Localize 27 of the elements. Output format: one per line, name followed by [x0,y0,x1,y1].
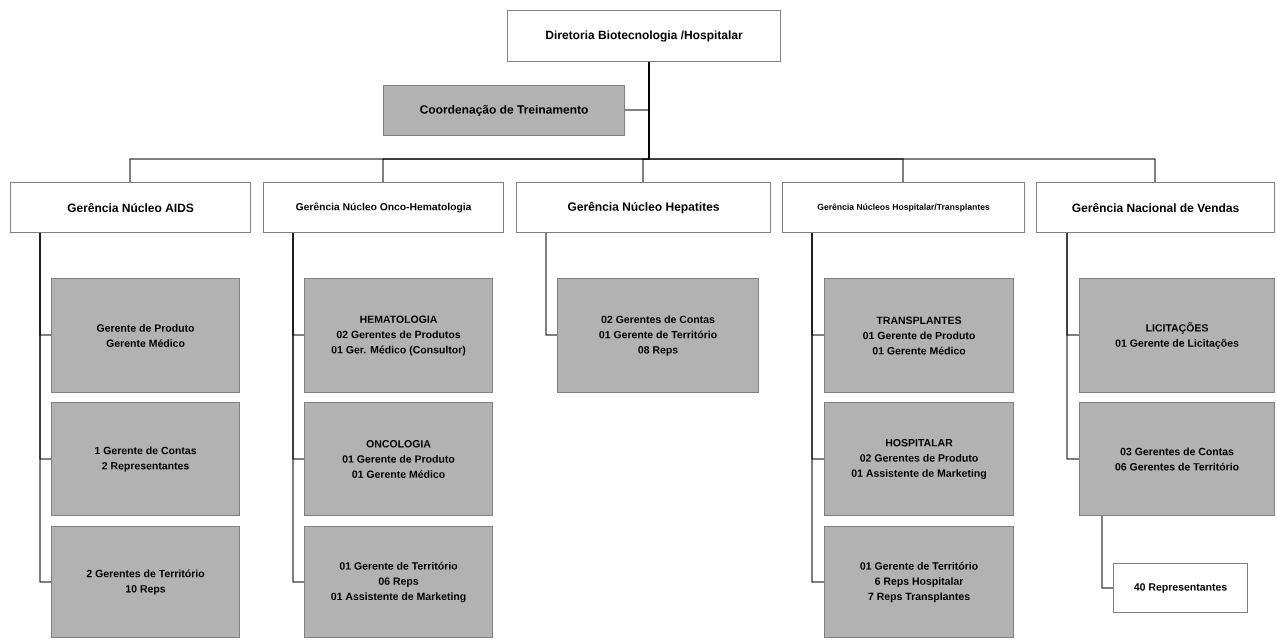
connector-line [1066,231,1080,460]
team-box: Gerente de Produto Gerente Médico [51,278,240,393]
team-box: HEMATOLOGIA 02 Gerentes de Produtos 01 Ger. Médico (Consultor) [304,278,493,393]
team-box: LICITAÇÕES 01 Gerente de Licitações [1079,278,1275,393]
team-box: 1 Gerente de Contas 2 Representantes [51,402,240,516]
connector-line [1101,514,1114,589]
team-box: 2 Gerentes de Território 10 Reps [51,526,240,638]
team-box: 01 Gerente de Território 6 Reps Hospitalar 7 Reps Transplantes [824,526,1014,638]
team-box: ONCOLOGIA 01 Gerente de Produto 01 Gerente Médico [304,402,493,516]
team-box: TRANSPLANTES 01 Gerente de Produto 01 Gerente Médico [824,278,1014,393]
manager-box: Gerência Núcleo Onco-Hematologia [263,182,504,233]
manager-box: Gerência Núcleo Hepatites [516,182,771,233]
manager-box: Gerência Núcleos Hospitalar/Transplantes [782,182,1025,233]
connector-line [811,231,825,583]
manager-box: Gerência Nacional de Vendas [1036,182,1275,233]
connector-line [292,231,305,583]
director-box: Diretoria Biotecnologia /Hospitalar [507,10,781,62]
team-box: HOSPITALAR 02 Gerentes de Produto 01 Assistente de Marketing [824,402,1014,516]
staff-box: 40 Representantes [1113,563,1248,613]
team-box: 01 Gerente de Território 06 Reps 01 Assistente de Marketing [304,526,493,638]
team-box: 03 Gerentes de Contas 06 Gerentes de Território [1079,402,1275,516]
manager-box: Gerência Núcleo AIDS [10,182,251,233]
coordination-box: Coordenação de Treinamento [383,85,625,136]
team-box: 02 Gerentes de Contas 01 Gerente de Território 08 Reps [557,278,759,393]
connector-line [648,60,1156,183]
connector-line [545,231,558,336]
connector-line [39,231,52,583]
